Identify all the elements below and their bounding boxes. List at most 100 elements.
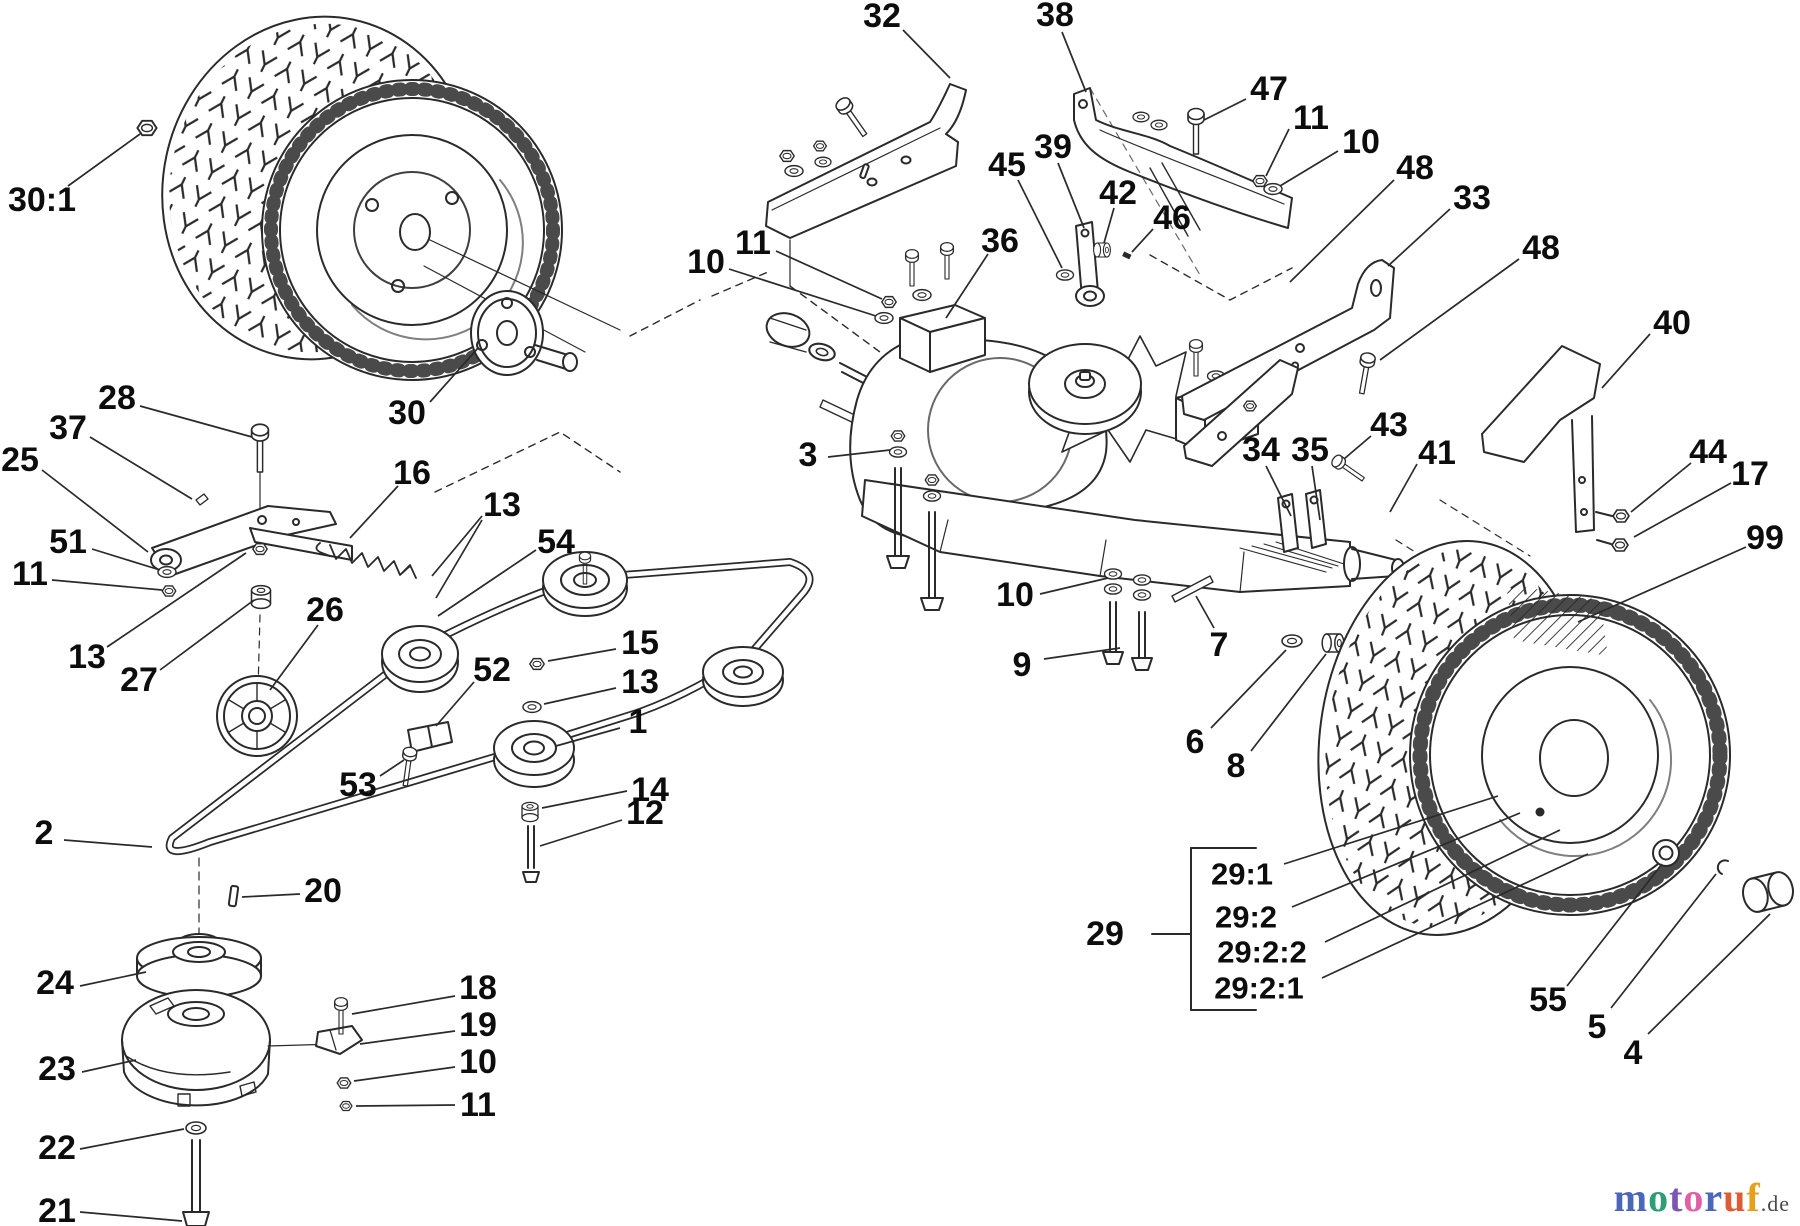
part-label: 17 xyxy=(1731,455,1769,493)
leader-line xyxy=(79,1211,183,1222)
clutch-stack xyxy=(121,857,363,1226)
leader-line xyxy=(359,1030,456,1045)
leader-line xyxy=(437,549,537,617)
part-label: 11 xyxy=(12,555,48,593)
part-label: 53 xyxy=(339,766,377,804)
watermark-letter: t xyxy=(1669,1175,1684,1220)
leader-line xyxy=(269,624,319,691)
part-label: 10 xyxy=(996,576,1034,614)
leader-lines xyxy=(41,29,1771,1222)
part-label: 40 xyxy=(1653,304,1691,342)
part-label: 16 xyxy=(393,454,431,492)
tread-detail-patch-99 xyxy=(1506,584,1608,656)
watermark-letter: m xyxy=(1613,1175,1649,1220)
leader-line xyxy=(827,449,891,458)
leader-line xyxy=(1321,853,1589,979)
leader-line xyxy=(539,819,623,847)
leader-line xyxy=(353,1066,456,1082)
part-label: 11 xyxy=(735,224,771,262)
leader-line xyxy=(41,469,149,553)
part-label: 1 xyxy=(629,703,648,741)
rear-support-plate-48 xyxy=(1183,359,1299,467)
leader-line xyxy=(1195,595,1215,629)
part-label: 54 xyxy=(537,523,575,561)
part-label: 30:1 xyxy=(8,181,76,219)
leader-line xyxy=(435,519,483,599)
part-label: 52 xyxy=(473,651,511,689)
part-label: 14 xyxy=(631,771,669,809)
leader-line xyxy=(106,552,247,648)
leader-line xyxy=(547,648,617,662)
watermark-letter: o xyxy=(1683,1175,1705,1220)
part-label: 36 xyxy=(981,222,1019,260)
part-label: 29:2:2 xyxy=(1217,935,1307,970)
leader-line xyxy=(945,253,989,319)
part-label: 33 xyxy=(1453,179,1491,217)
part-label: 19 xyxy=(459,1006,497,1044)
belt-idlers xyxy=(227,551,784,908)
part-label: 24 xyxy=(36,964,74,1002)
part-label: 8 xyxy=(1227,747,1246,785)
part-label: 13 xyxy=(483,486,521,524)
part-label: 41 xyxy=(1418,434,1456,472)
part-label: 3 xyxy=(799,436,818,474)
part-label: 13 xyxy=(68,638,106,676)
leader-line xyxy=(351,995,456,1015)
watermark-logo: motoruf.de xyxy=(1614,1178,1790,1218)
leader-line xyxy=(1250,653,1327,752)
leader-line xyxy=(79,971,147,987)
leader-line xyxy=(1610,873,1717,1009)
part-label: 30 xyxy=(388,394,426,432)
part-label: 26 xyxy=(306,591,344,629)
leader-line xyxy=(81,1059,137,1073)
leader-line xyxy=(349,485,399,539)
leader-line xyxy=(1210,649,1287,729)
leader-line xyxy=(67,133,141,187)
shift-lever-group xyxy=(1055,221,1293,307)
part-label: 27 xyxy=(120,661,158,699)
part-label: 29:1 xyxy=(1211,857,1273,892)
part-label: 29:2:1 xyxy=(1214,971,1304,1006)
part-label: 47 xyxy=(1250,70,1288,108)
leader-line xyxy=(159,599,255,671)
part-label: 29:2 xyxy=(1215,900,1277,935)
group-29-bracket xyxy=(1151,847,1257,1011)
v-idler-pulley-1 xyxy=(493,720,575,788)
leader-line xyxy=(541,790,628,809)
leader-line xyxy=(63,839,153,848)
part-label: 55 xyxy=(1529,981,1567,1019)
leader-line xyxy=(1566,863,1663,987)
belt-guide-bracket-52 xyxy=(397,721,453,788)
part-label: 28 xyxy=(98,379,136,417)
part-label: 20 xyxy=(304,872,342,910)
part-label: 35 xyxy=(1291,431,1329,469)
part-label: 48 xyxy=(1522,229,1560,267)
idler-arm-and-spring xyxy=(150,423,417,757)
leader-line xyxy=(79,1128,185,1150)
leader-line xyxy=(1601,333,1651,389)
leader-line xyxy=(89,436,193,500)
part-label: 18 xyxy=(459,969,497,1007)
leader-line xyxy=(1265,128,1290,177)
leader-line xyxy=(1324,829,1561,943)
part-label: 2 xyxy=(35,814,54,852)
fan-pulley xyxy=(1028,343,1142,435)
leader-line xyxy=(555,727,621,747)
leader-line xyxy=(379,759,405,777)
mounting-bolts xyxy=(886,430,1153,671)
leader-line xyxy=(1131,228,1154,253)
part-label: 6 xyxy=(1186,723,1205,761)
part-label: 44 xyxy=(1689,433,1727,471)
part-label: 11 xyxy=(460,1086,496,1124)
leader-line xyxy=(1291,812,1521,908)
anchor-bracket-19 xyxy=(315,996,363,1112)
part-label: 45 xyxy=(988,146,1026,184)
transmission-assembly xyxy=(765,241,1637,845)
axle-hub xyxy=(136,119,769,376)
leader-line xyxy=(1203,98,1247,121)
part-label: 99 xyxy=(1746,519,1784,557)
leader-line xyxy=(1057,162,1085,229)
watermark-letter: u xyxy=(1723,1175,1747,1220)
part-label: 43 xyxy=(1370,406,1408,444)
